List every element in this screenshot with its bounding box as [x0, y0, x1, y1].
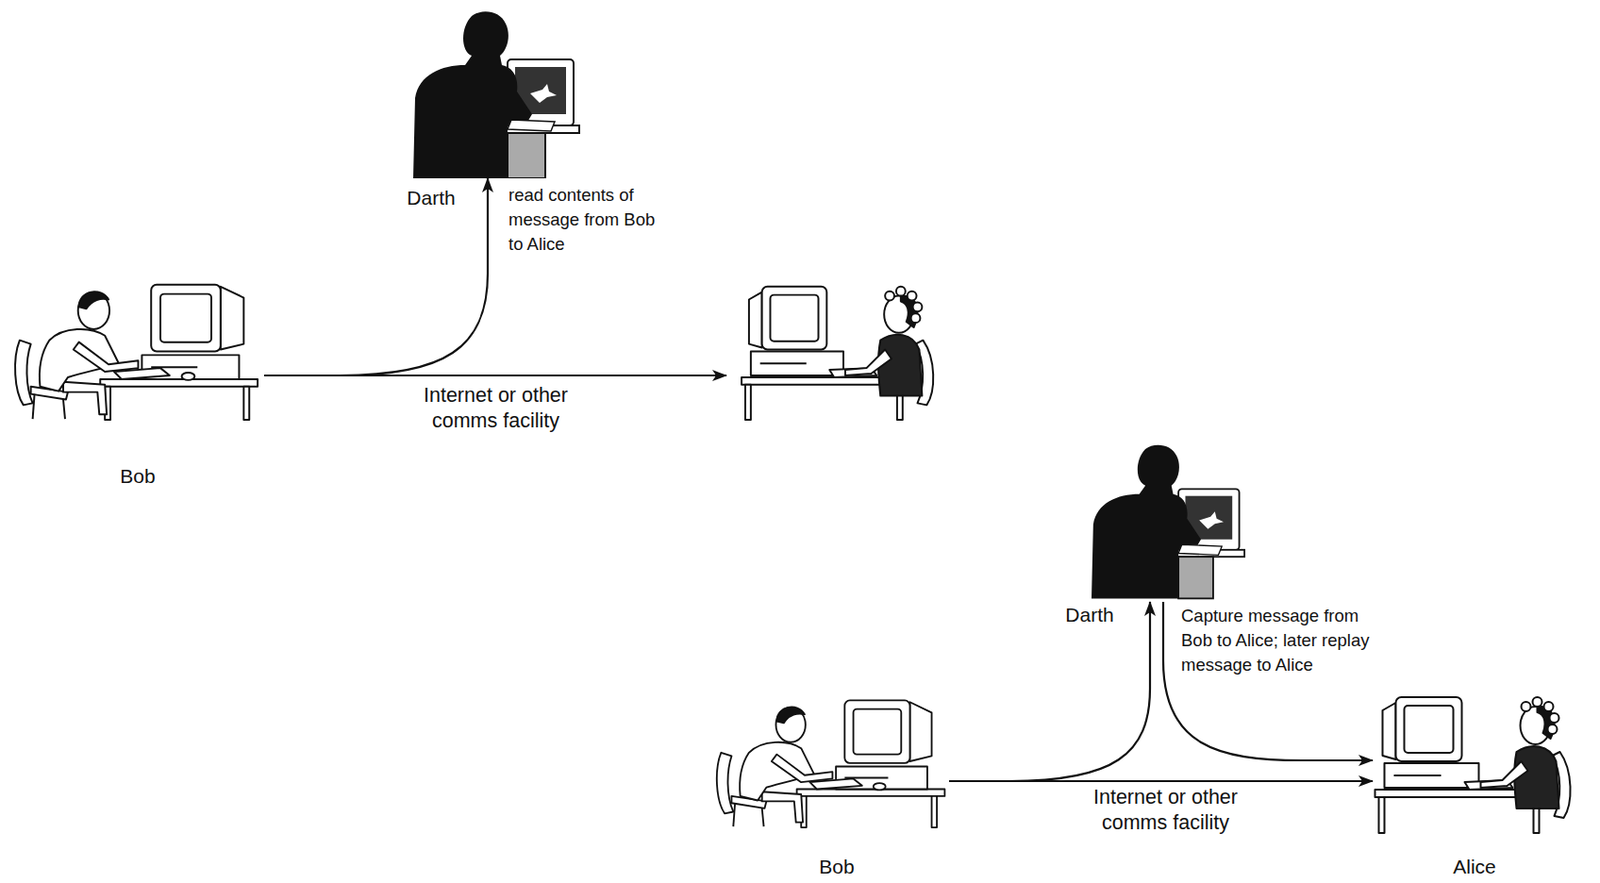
figure-label: Bob	[119, 465, 155, 487]
sender-figure: Bob	[10, 275, 265, 424]
cloud-outline	[1000, 754, 1329, 870]
message-arrow	[949, 601, 1150, 782]
message-arrow	[1163, 601, 1373, 761]
attacker-drawing	[413, 11, 580, 179]
annotation-note: read contents of message from Bob to Ali…	[508, 183, 669, 257]
attacker-figure: Darth	[1091, 438, 1257, 602]
text-holder: Internet or other comms facility	[991, 784, 1340, 836]
sender-drawing	[716, 700, 946, 828]
text-holder: Darth	[406, 186, 455, 209]
cloud-label: Internet or other comms facility	[401, 383, 591, 434]
text-holder: Darth	[1065, 603, 1114, 626]
cloud-outline	[316, 283, 674, 470]
figure-label: Darth	[1065, 603, 1114, 626]
receiver-drawing	[1375, 697, 1571, 834]
cloud-label: Internet or other comms facility	[1071, 784, 1261, 836]
sender-figure: Bob	[714, 685, 950, 837]
annotation-note: Capture message from Bob to Alice; later…	[1181, 603, 1382, 678]
attacker-figure: Darth	[413, 8, 593, 179]
figure-label: Alice	[1452, 855, 1497, 878]
figure-label: Bob	[818, 855, 854, 878]
message-arrow	[264, 178, 488, 376]
figure-label: Darth	[406, 186, 455, 209]
message-arrow	[949, 780, 1373, 783]
text-holder: Alice	[1452, 855, 1497, 878]
note-holder: read contents of message from Bob to Ali…	[508, 183, 669, 257]
sender-drawing	[15, 284, 258, 420]
text-holder: Bob	[818, 855, 854, 878]
text-holder: Bob	[119, 465, 155, 487]
text-holder: Internet or other comms facility	[305, 383, 686, 434]
attacker-drawing	[1091, 445, 1245, 600]
note-holder: Capture message from Bob to Alice; later…	[1181, 603, 1382, 678]
receiver-figure: Alice	[1372, 685, 1585, 837]
cloud-outline	[305, 260, 686, 475]
receiver-drawing	[741, 286, 934, 420]
network-cloud: Internet or other comms facility	[305, 260, 686, 475]
network-cloud: Internet or other comms facility	[991, 739, 1340, 873]
